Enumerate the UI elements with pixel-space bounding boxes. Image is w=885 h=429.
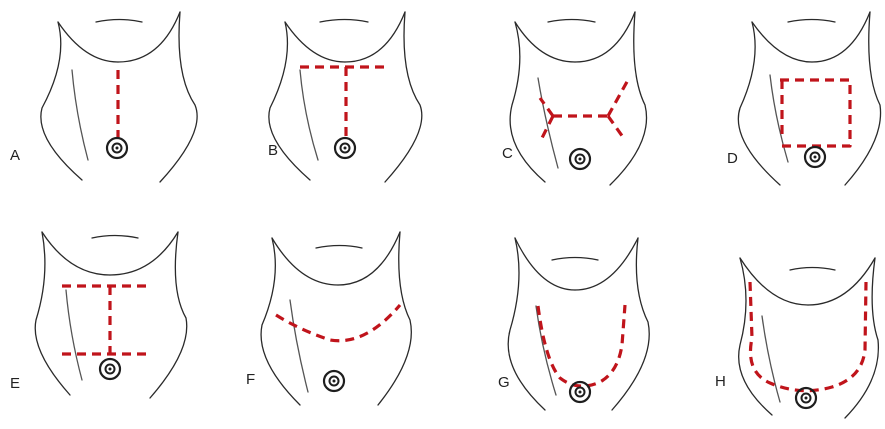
jaw-left	[58, 22, 118, 62]
jaw-left	[42, 232, 110, 275]
sternocleidomastoid-line	[66, 290, 82, 380]
incision-upper-left	[540, 98, 553, 116]
chin-line	[552, 258, 598, 261]
stoma-icon	[335, 138, 355, 158]
neck-outline-left	[35, 232, 70, 395]
incision-collar	[276, 305, 400, 341]
panel-a: A	[10, 12, 197, 182]
chin-line	[96, 20, 142, 23]
jaw-right	[338, 232, 400, 285]
chin-line	[320, 20, 368, 23]
panel-label: H	[715, 373, 726, 390]
panel-g: G	[498, 238, 649, 410]
panel-label: B	[268, 142, 278, 159]
panel-label: G	[498, 374, 510, 391]
sternocleidomastoid-line	[72, 70, 88, 160]
jaw-left	[272, 238, 338, 285]
chin-line	[548, 20, 595, 23]
panel-label: A	[10, 147, 20, 164]
incision-u-flap	[750, 282, 866, 391]
incision-upper-right	[608, 80, 628, 116]
jaw-left	[515, 238, 575, 290]
neck-outline-right	[612, 238, 649, 410]
neck-outline-right	[845, 258, 878, 418]
neck-outline-left	[261, 238, 300, 405]
sternocleidomastoid-line	[770, 75, 788, 162]
jaw-left	[752, 22, 812, 62]
panel-label: E	[10, 375, 20, 392]
neck-outline-right	[610, 12, 647, 185]
chin-line	[790, 268, 835, 271]
sternocleidomastoid-line	[290, 300, 308, 392]
stoma-icon	[324, 371, 344, 391]
panel-label: F	[246, 371, 255, 388]
jaw-right	[575, 238, 638, 290]
panel-e: E	[10, 232, 187, 398]
neck-outline-right	[150, 232, 187, 398]
stoma-icon	[805, 147, 825, 167]
neck-outline-left	[510, 22, 545, 182]
panel-d: D	[727, 12, 881, 185]
stoma-icon	[570, 149, 590, 169]
panel-h: H	[715, 258, 878, 418]
panel-b: B	[268, 12, 422, 182]
incision-apron	[538, 305, 625, 386]
jaw-right	[575, 12, 635, 62]
chin-line	[316, 246, 362, 249]
panel-c: C	[502, 12, 647, 185]
panel-label: C	[502, 145, 513, 162]
jaw-right	[110, 232, 178, 275]
chin-line	[788, 20, 835, 23]
panel-f: F	[246, 232, 411, 405]
incision-lower-right	[608, 116, 625, 140]
neck-outline-left	[739, 258, 772, 415]
stoma-icon	[107, 138, 127, 158]
sternocleidomastoid-line	[300, 70, 318, 160]
neck-outline-right	[378, 232, 411, 405]
jaw-left	[285, 22, 345, 62]
sternocleidomastoid-line	[762, 316, 780, 402]
stoma-icon	[100, 359, 120, 379]
neck-outline-right	[845, 12, 881, 185]
panel-label: D	[727, 150, 738, 167]
incision-flap	[780, 80, 850, 146]
chin-line	[92, 236, 138, 239]
stoma-icon	[796, 388, 816, 408]
jaw-left	[515, 22, 575, 62]
